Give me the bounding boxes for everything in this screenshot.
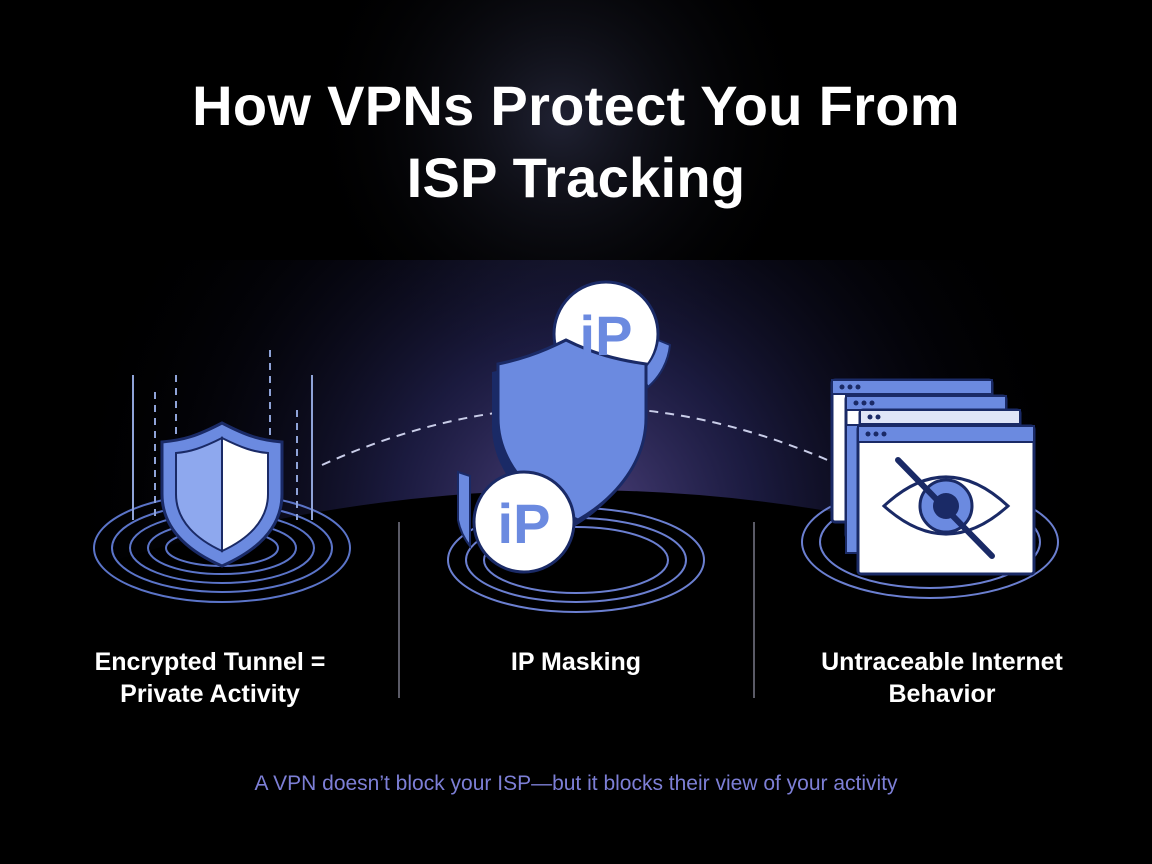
footer-caption: A VPN doesn’t block your ISP—but it bloc… [254,772,898,795]
feature-label-line: Private Activity [120,680,300,708]
ip-badge-back-text: iP [580,304,633,367]
feature-label-line: Untraceable Internet [821,648,1063,676]
title-line-2: ISP Tracking [406,146,746,209]
feature-label-encrypted-tunnel: Encrypted Tunnel = Private Activity [40,646,380,710]
feature-label-ip-masking: IP Masking [406,646,746,678]
column-divider [753,522,755,698]
feature-label-line: Behavior [888,680,996,708]
column-divider [398,522,400,698]
browser-eye-slash-icon [801,378,1059,599]
horizon-dark [0,520,1152,864]
shield-icon [160,421,284,568]
feature-label-untraceable: Untraceable Internet Behavior [772,646,1112,710]
feature-label-line: IP Masking [510,648,642,676]
shield-feature-graphic [93,350,351,603]
title-line-1: How VPNs Protect You From [192,74,960,137]
page-title: How VPNs Protect You From ISP Tracking [0,70,1152,214]
ip-badge-front-text: iP [498,492,551,555]
ip-mask-icon [447,280,705,613]
feature-label-line: Encrypted Tunnel = [94,648,326,676]
